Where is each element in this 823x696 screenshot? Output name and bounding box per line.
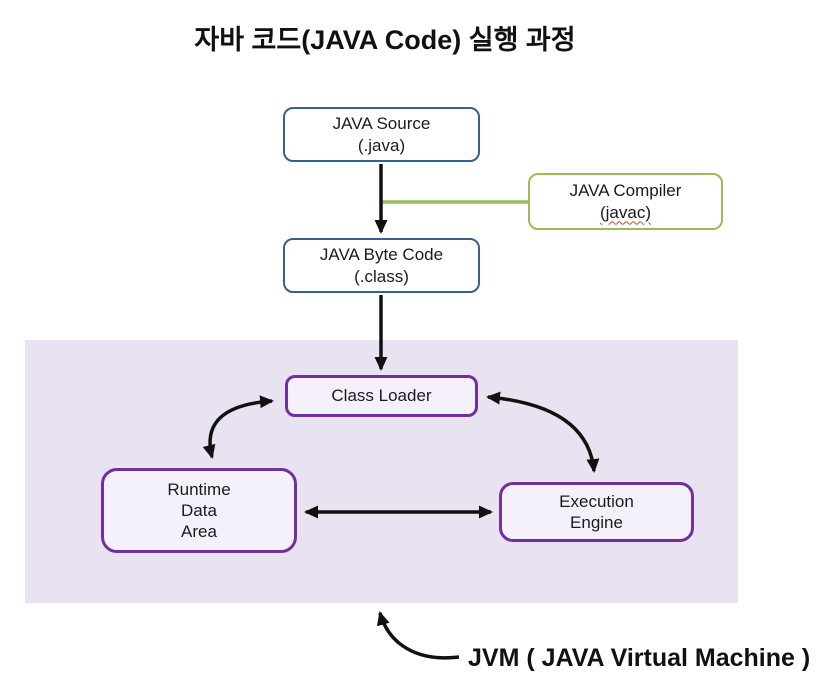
execution-engine-box: Execution Engine xyxy=(499,482,694,542)
java-source-box: JAVA Source (.java) xyxy=(283,107,480,162)
java-byte-code-line2: (.class) xyxy=(354,266,409,286)
runtime-data-area-box: Runtime Data Area xyxy=(101,468,297,553)
class-loader-label: Class Loader xyxy=(331,386,432,406)
execution-line1: Execution xyxy=(559,491,634,511)
jvm-label-pointer-arrow xyxy=(377,611,460,660)
java-compiler-line2: (javac) xyxy=(599,202,651,222)
java-source-line1: JAVA Source xyxy=(332,114,431,134)
java-compiler-line1: JAVA Compiler xyxy=(569,181,682,201)
java-byte-code-line1: JAVA Byte Code xyxy=(319,245,444,265)
class-loader-box: Class Loader xyxy=(285,375,478,417)
runtime-line2: Data xyxy=(181,500,217,520)
java-compiler-box: JAVA Compiler (javac) xyxy=(528,173,723,230)
execution-line2: Engine xyxy=(570,513,623,532)
runtime-line1: Runtime xyxy=(167,479,231,499)
java-byte-code-box: JAVA Byte Code (.class) xyxy=(283,238,480,293)
jvm-annotation-label: JVM ( JAVA Virtual Machine ) xyxy=(468,644,811,672)
java-source-line2: (.java) xyxy=(357,135,406,155)
runtime-line3: Area xyxy=(181,522,217,542)
diagram-title: 자바 코드(JAVA Code) 실행 과정 xyxy=(194,25,576,55)
